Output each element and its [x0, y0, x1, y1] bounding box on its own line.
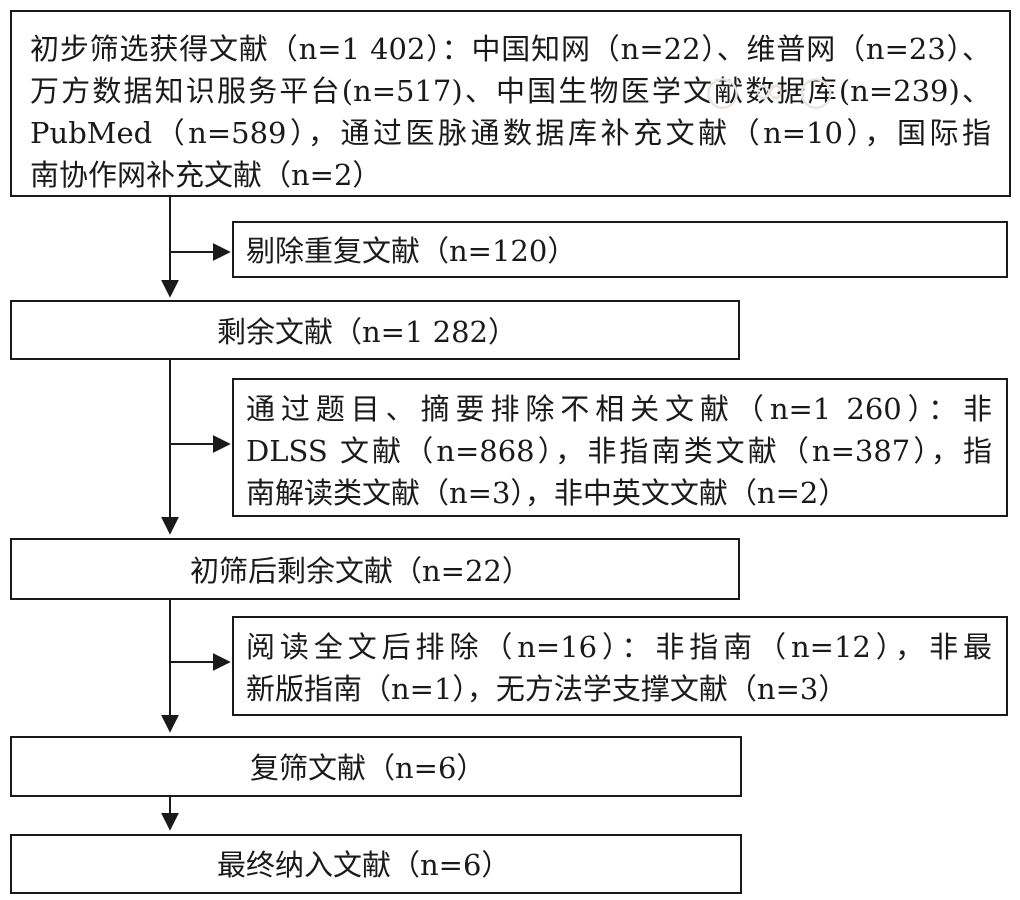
excluded-title-line-3: 南解读类文献（n=3），非中英文文献（n=2） [246, 476, 848, 510]
excluded-title-line-2: DLSS 文献（n=868），非指南类文献（n=387），指 [246, 434, 992, 468]
box-excluded-full-text: 阅读全文后排除（n=16）：非指南（n=12），非最 新版指南（n=1），无方法… [232, 616, 1008, 716]
initial-line-2: 万方数据知识服务平台(n=517)、中国生物医学文献数据库(n=239)、 [30, 74, 991, 108]
box-remaining: 剩余文献（n=1 282） [10, 300, 740, 360]
rescreened-text: 复筛文献（n=6） [250, 751, 486, 785]
excluded-fulltext-line-1: 阅读全文后排除（n=16）：非指南（n=12），非最 [246, 630, 992, 664]
initial-line-3: PubMed（n=589），通过医脉通数据库补充文献（n=10），国际指 [30, 116, 991, 150]
remaining-text: 剩余文献（n=1 282） [217, 315, 517, 349]
duplicates-text: 剔除重复文献（n=120） [246, 234, 577, 268]
initial-line-1: 初步筛选获得文献（n=1 402）：中国知网（n=22）、维普网（n=23）、 [30, 32, 991, 66]
box-initial-screening: 初步筛选获得文献（n=1 402）：中国知网（n=22）、维普网（n=23）、 … [10, 10, 1011, 197]
final-text: 最终纳入文献（n=6） [217, 848, 511, 882]
after-screen-text: 初筛后剩余文献（n=22） [190, 554, 531, 588]
box-final-included: 最终纳入文献（n=6） [10, 834, 742, 894]
excluded-fulltext-line-2: 新版指南（n=1），无方法学支撑文献（n=3） [246, 672, 848, 706]
box-excluded-title-abstract: 通过题目、摘要排除不相关文献（n=1 260）：非 DLSS 文献（n=868）… [232, 378, 1008, 517]
box-duplicates-removed: 剔除重复文献（n=120） [232, 221, 1008, 278]
excluded-title-line-1: 通过题目、摘要排除不相关文献（n=1 260）：非 [246, 392, 992, 426]
initial-line-4: 南协作网补充文献（n=2） [30, 158, 382, 192]
box-rescreened: 复筛文献（n=6） [10, 736, 742, 797]
box-after-initial-screening: 初筛后剩余文献（n=22） [10, 538, 740, 600]
